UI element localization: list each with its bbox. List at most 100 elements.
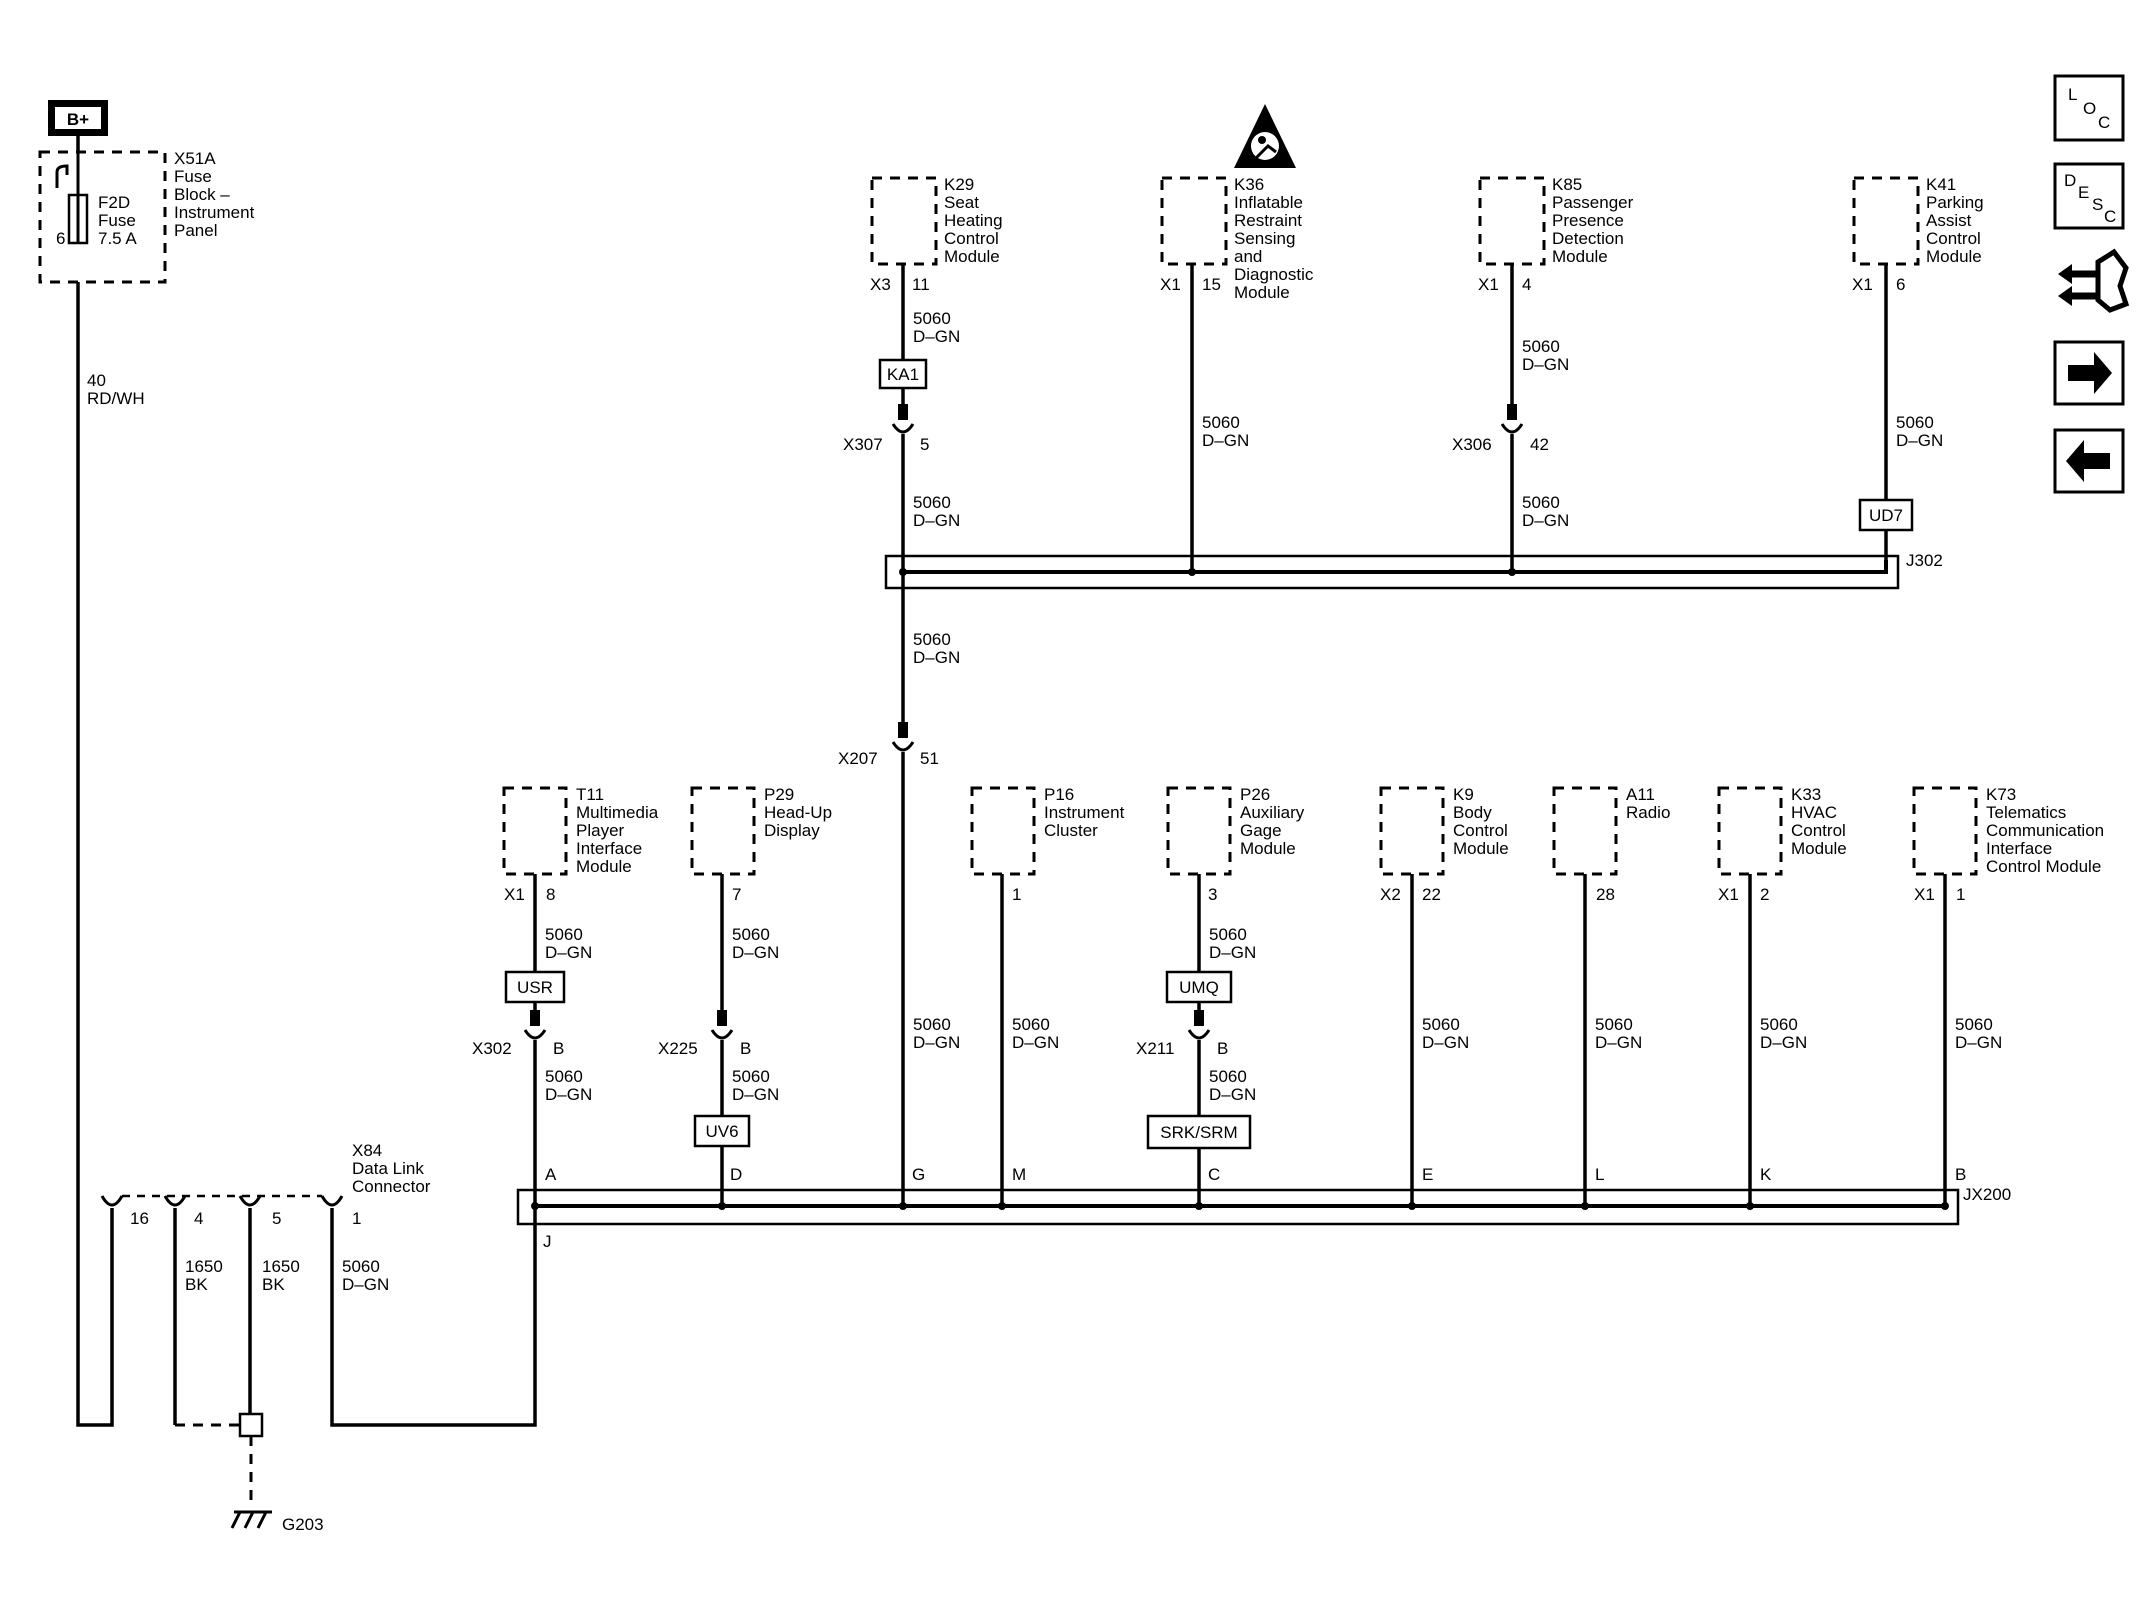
jx200-pin-d: D bbox=[730, 1165, 742, 1184]
wire-x211-color: D–GN bbox=[1209, 1085, 1256, 1104]
module-k9-name-3: Module bbox=[1453, 839, 1509, 858]
jx200-pin-e: E bbox=[1422, 1165, 1433, 1184]
module-t11-outline bbox=[502, 786, 568, 876]
fuse-type-label: Fuse bbox=[98, 211, 136, 230]
module-k85-name-2: Presence bbox=[1552, 211, 1624, 230]
module-k41-name-3: Control bbox=[1926, 229, 1981, 248]
module-p16-outline bbox=[970, 786, 1036, 876]
module-k41-connector: X1 bbox=[1852, 275, 1873, 294]
module-k85-pin: 4 bbox=[1522, 275, 1531, 294]
wire-k9-color: D–GN bbox=[1422, 1033, 1469, 1052]
option-umq-box bbox=[1165, 970, 1233, 1004]
wire-k9-circuit: 5060 bbox=[1422, 1015, 1460, 1034]
svg-text:L: L bbox=[2068, 85, 2077, 104]
previous-page-arrow-icon[interactable] bbox=[2053, 428, 2125, 494]
jx200-pin-l: L bbox=[1595, 1165, 1604, 1184]
module-k41-name-1: Parking bbox=[1926, 193, 1984, 212]
module-p29-name-2: Display bbox=[764, 821, 820, 840]
module-t11-connector: X1 bbox=[504, 885, 525, 904]
module-k85-name-3: Detection bbox=[1552, 229, 1624, 248]
option-umq-label: UMQ bbox=[1179, 978, 1219, 997]
next-page-arrow-icon[interactable] bbox=[2053, 340, 2125, 406]
connector-x306-symbol bbox=[1500, 423, 1524, 434]
module-k36-name-2: Restraint bbox=[1234, 211, 1302, 230]
module-k41-ref: K41 bbox=[1926, 175, 1956, 194]
module-t11-ref: T11 bbox=[576, 785, 604, 804]
module-k36-name-1: Inflatable bbox=[1234, 193, 1303, 212]
connector-x302-pin: B bbox=[553, 1039, 564, 1058]
option-usr-label: USR bbox=[517, 978, 553, 997]
module-p26-pin: 3 bbox=[1208, 885, 1217, 904]
loc-button[interactable]: L O C bbox=[2053, 74, 2125, 142]
wire-k29-circuit: 5060 bbox=[913, 309, 951, 328]
wire-k85-color: D–GN bbox=[1522, 355, 1569, 374]
module-k36-pin: 15 bbox=[1202, 275, 1221, 294]
module-p16-name-2: Cluster bbox=[1044, 821, 1098, 840]
module-t11-name-4: Module bbox=[576, 857, 632, 876]
connector-x211-pin: B bbox=[1217, 1039, 1228, 1058]
module-k73-outline bbox=[1912, 786, 1978, 876]
module-p16-name-1: Instrument bbox=[1044, 803, 1125, 822]
option-ka1-label: KA1 bbox=[887, 365, 919, 384]
wire-trunk-color: D–GN bbox=[913, 648, 960, 667]
module-a11-name-1: Radio bbox=[1626, 803, 1670, 822]
module-k33-pin: 2 bbox=[1760, 885, 1769, 904]
fuse-ref-label: F2D bbox=[98, 193, 130, 212]
svg-text:C: C bbox=[2104, 207, 2116, 226]
wire-k73-circuit: 5060 bbox=[1955, 1015, 1993, 1034]
feed-wire-circuit-label: 40 bbox=[87, 371, 106, 390]
wire-g-circuit: 5060 bbox=[913, 1015, 951, 1034]
module-p16-ref: P16 bbox=[1044, 785, 1074, 804]
wire-p26-color: D–GN bbox=[1209, 943, 1256, 962]
dlc-pin-16: 16 bbox=[130, 1209, 149, 1228]
wire-x307-circuit: 5060 bbox=[913, 493, 951, 512]
module-k29-outline bbox=[870, 176, 938, 266]
module-t11-pin: 8 bbox=[546, 885, 555, 904]
dlc-name-2: Connector bbox=[352, 1177, 431, 1196]
option-ud7-box bbox=[1858, 498, 1914, 532]
fuse-block-bus bbox=[55, 164, 69, 188]
module-k36-connector: X1 bbox=[1160, 275, 1181, 294]
wire-pin1-circuit: 5060 bbox=[342, 1257, 380, 1276]
module-k36-outline bbox=[1160, 176, 1228, 266]
wire-k29-color: D–GN bbox=[913, 327, 960, 346]
module-k33-name-2: Control bbox=[1791, 821, 1846, 840]
connector-x225-symbol bbox=[710, 1029, 734, 1040]
wire-p29-color: D–GN bbox=[732, 943, 779, 962]
module-k33-connector: X1 bbox=[1718, 885, 1739, 904]
connector-x306-ref: X306 bbox=[1452, 435, 1492, 454]
connector-x211-ref: X211 bbox=[1136, 1039, 1174, 1058]
module-a11-ref: A11 bbox=[1626, 785, 1655, 804]
wire-t11-circuit: 5060 bbox=[545, 925, 583, 944]
wire-g-color: D–GN bbox=[913, 1033, 960, 1052]
option-ud7-label: UD7 bbox=[1869, 506, 1903, 525]
wire-pin4-color: BK bbox=[185, 1275, 208, 1294]
module-k29-name-4: Module bbox=[944, 247, 1000, 266]
module-k41-name-4: Module bbox=[1926, 247, 1982, 266]
wire-x307-color: D–GN bbox=[913, 511, 960, 530]
module-k41-name-2: Assist bbox=[1926, 211, 1972, 230]
connector-view-icon[interactable] bbox=[2058, 248, 2130, 313]
fuse-rating-label: 7.5 A bbox=[98, 229, 137, 248]
battery-positive-label: B+ bbox=[67, 110, 89, 129]
connector-x306-pin: 42 bbox=[1530, 435, 1549, 454]
desc-button[interactable]: D E S C bbox=[2053, 162, 2125, 230]
option-uv6-label: UV6 bbox=[705, 1122, 738, 1141]
wire-x306-circuit: 5060 bbox=[1522, 493, 1560, 512]
fuse-block-name-line-2: Block – bbox=[174, 185, 230, 204]
dlc-pin-5: 5 bbox=[272, 1209, 281, 1228]
wire-x302-color: D–GN bbox=[545, 1085, 592, 1104]
module-p29-name-1: Head-Up bbox=[764, 803, 832, 822]
module-k73-pin: 1 bbox=[1956, 885, 1965, 904]
ground-symbol-icon bbox=[230, 1510, 272, 1529]
jx200-pin-j: J bbox=[543, 1232, 552, 1251]
jx200-pin-a: A bbox=[545, 1165, 557, 1184]
jx200-pin-g: G bbox=[912, 1165, 925, 1184]
connector-x307-ref: X307 bbox=[843, 435, 883, 454]
wire-pin5-circuit: 1650 bbox=[262, 1257, 300, 1276]
wire-k41-color: D–GN bbox=[1896, 431, 1943, 450]
fuse-block-name-line-1: Fuse bbox=[174, 167, 212, 186]
wire-pin4-circuit: 1650 bbox=[185, 1257, 223, 1276]
svg-text:O: O bbox=[2083, 99, 2096, 118]
